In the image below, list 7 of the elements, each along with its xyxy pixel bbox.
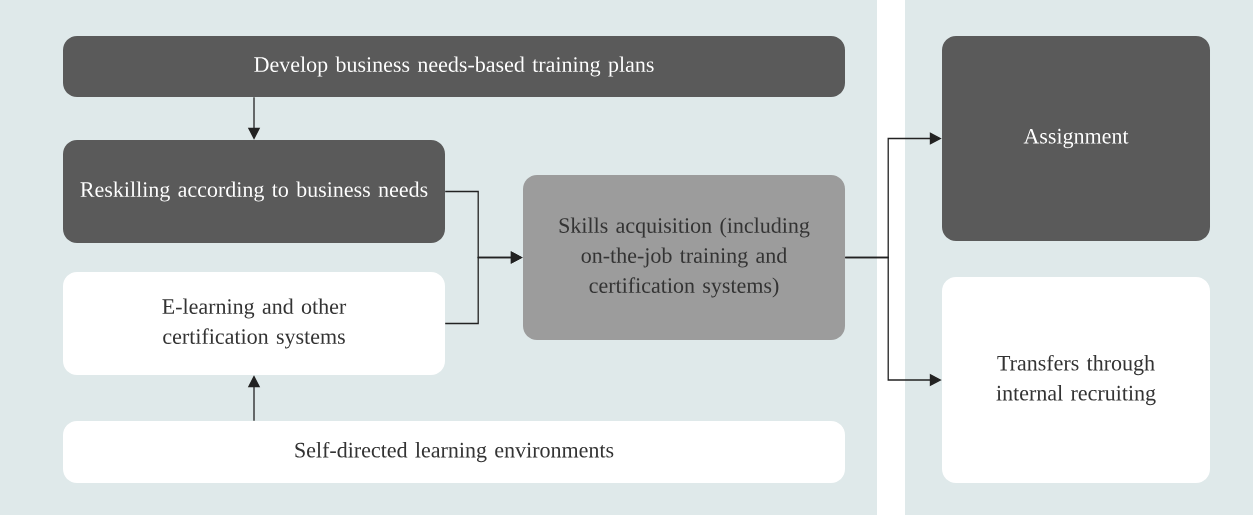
process-box: Assignment	[942, 36, 1210, 241]
process-box: Transfers through internal recruiting	[942, 277, 1210, 483]
process-box: Self-directed learning environments	[63, 421, 845, 483]
process-box: Develop business needs-based training plans	[63, 36, 845, 97]
process-box: Skills acquisition (including on-the-job training and certification systems)	[523, 175, 845, 340]
process-box: E-learning and other certification systems	[63, 272, 445, 375]
process-box: Reskilling according to business needs	[63, 140, 445, 243]
